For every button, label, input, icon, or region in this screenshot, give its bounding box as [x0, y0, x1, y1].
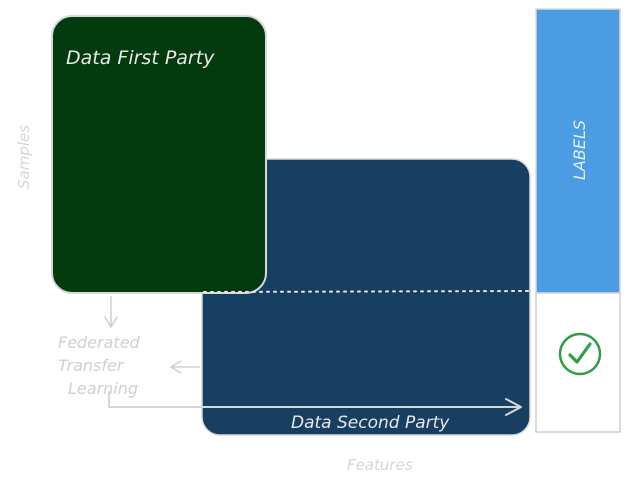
overlap-separator-line — [203, 290, 529, 293]
second-party-block — [201, 158, 531, 436]
check-circle-icon — [558, 332, 602, 376]
arrow-down-to-technique — [104, 296, 118, 328]
labels-column-label: LABELS — [570, 120, 589, 180]
first-party-block — [51, 15, 267, 294]
technique-label-line-2: Transfer — [58, 356, 125, 375]
samples-axis-label: Samples — [15, 125, 33, 189]
second-party-label: Data Second Party — [291, 413, 450, 433]
technique-label-line-1: Federated — [58, 333, 141, 352]
technique-label: Federated Transfer Learning — [58, 333, 141, 398]
technique-label-line-3: Learning — [68, 379, 138, 398]
arrow-right-to-second-party — [108, 391, 522, 416]
first-party-label: Data First Party — [66, 47, 215, 69]
features-axis-label: Features — [347, 456, 413, 474]
arrow-left-to-technique — [170, 360, 200, 374]
